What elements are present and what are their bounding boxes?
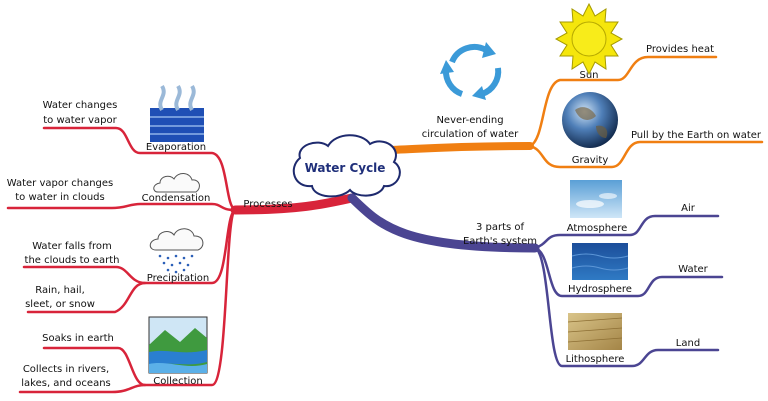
precipitation-note1-line1: Water falls from [32,241,112,252]
precipitation-note1-line2: the clouds to earth [25,255,120,266]
processes-branch [6,126,357,394]
evaporation-label: Evaporation [146,142,206,153]
collection-note2-line1: Collects in rivers, [23,364,109,375]
lithosphere-note: Land [676,338,700,349]
precipitation-note2-line1: Rain, hail, [35,285,85,296]
hydrosphere-label: Hydrosphere [568,284,632,295]
earth-icon [562,92,618,148]
field-photo [567,313,623,350]
evaporation-note-line1: Water changes [43,100,118,111]
sun-icon [554,2,624,76]
circulation-hub-line1: Never-ending [436,115,503,126]
lithosphere-label: Lithosphere [566,354,625,365]
earth-system-branch [347,193,724,368]
ocean-photo [571,243,629,280]
condensation-label: Condensation [142,193,211,204]
steam-icon [150,84,204,142]
collection-note2-line2: lakes, and oceans [21,378,111,389]
earth-system-hub-line2: Earth's system [463,236,537,247]
rain-cloud-icon [149,228,204,274]
center-node[interactable]: Water Cycle [292,134,401,198]
center-title: Water Cycle [305,161,386,175]
circulation-hub-line2: circulation of water [422,129,519,140]
cloud-icon [153,173,200,193]
sun-note: Provides heat [646,44,714,55]
atmosphere-label: Atmosphere [567,223,628,234]
precipitation-label: Precipitation [147,273,210,284]
sun-label: Sun [579,70,598,81]
sky-photo [570,180,622,218]
collection-label: Collection [153,376,202,387]
processes-label: Processes [243,199,292,210]
evaporation-note-line2: to water vapor [43,115,117,126]
atmosphere-note: Air [681,203,696,214]
gravity-note: Pull by the Earth on water [631,130,762,141]
condensation-note-line2: to water in clouds [15,192,104,203]
cycle-arrows-icon [440,42,502,100]
precipitation-note2-line2: sleet, or snow [25,299,95,310]
condensation-note-line1: Water vapor changes [7,178,114,189]
collection-note1: Soaks in earth [42,333,114,344]
earth-system-hub-line1: 3 parts of [476,222,525,233]
hydrosphere-note: Water [678,264,708,275]
gravity-label: Gravity [572,155,609,166]
river-landscape-icon [148,316,208,374]
